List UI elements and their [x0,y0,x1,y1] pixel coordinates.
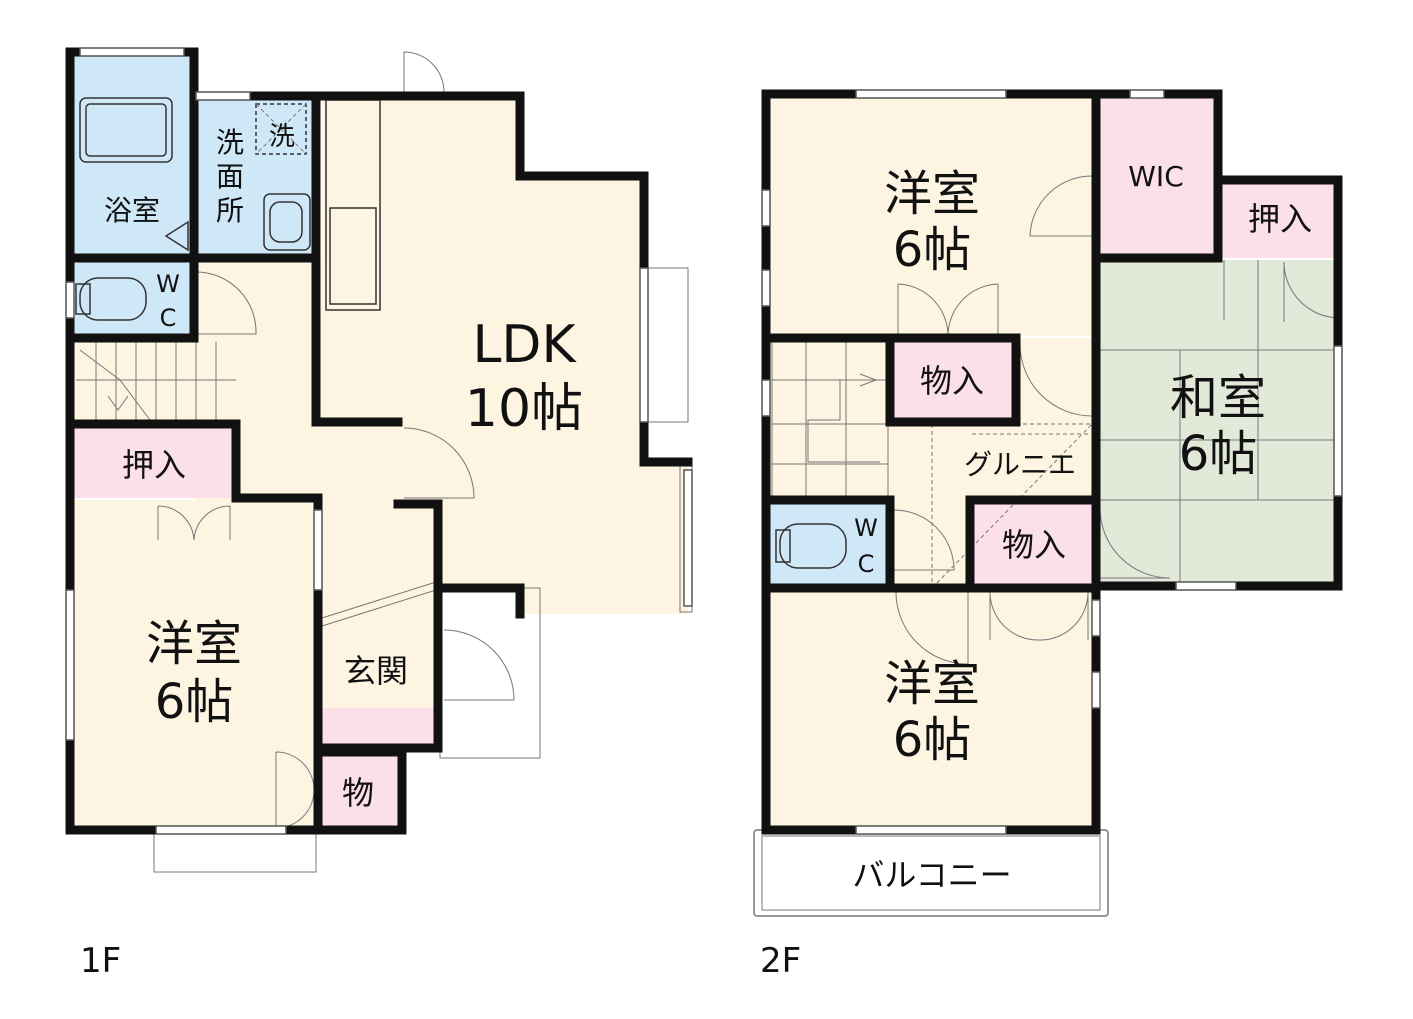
floor1-label: 1F [80,941,121,981]
grunie-label: グルニエ [964,448,1076,481]
storage1-label: 物 [342,774,374,812]
closet1-fill [74,428,234,498]
toilet1 [79,277,147,321]
entrance-step [322,708,436,744]
wc2-label-w: W [854,514,878,542]
windows-1f [65,47,693,835]
floor-2: 洋室 6帖 WIC 押入 和室 6帖 物入 グルニエ W C 物入 洋室 6帖 … [753,89,1343,981]
stairs-2f [771,341,1093,589]
doors-1f [157,51,515,829]
western1-size: 6帖 [155,674,234,730]
western2a-fill [768,96,1094,336]
floor-1: 浴室 洗 面 所 洗 W C LDK 10帖 押入 洋室 6帖 玄関 物 1F [65,47,693,981]
western1-name: 洋室 [146,616,242,672]
toilet2 [779,523,847,569]
wic-fill [1098,96,1218,256]
washroom-label-2: 面 [216,160,244,193]
closet2-fill [1222,182,1338,258]
western2b-size: 6帖 [893,712,972,768]
western1-fill [74,500,318,830]
storage2a-label: 物入 [920,362,984,400]
bathtub-inner [85,103,167,157]
tatami-lines [1100,260,1336,584]
bay1-outline [153,831,317,873]
balcony-label: バルコニー [852,856,1011,894]
walls-1f [65,47,693,835]
wc1-fill [74,262,194,336]
japanese-name: 和室 [1170,370,1266,426]
washbasin [263,193,311,251]
wc1-label-c: C [160,304,177,332]
wc1-label-w: W [156,270,180,298]
washroom-fill [198,96,316,258]
bath-fill [72,52,194,258]
japanese-size: 6帖 [1179,426,1258,482]
bay2-outline [647,267,689,423]
storage1-fill [318,752,400,828]
western2a-size: 6帖 [893,222,972,278]
storage2a-fill [890,340,1014,420]
storage2b-fill [972,504,1094,584]
windows-2f [761,89,1343,835]
bathtub [79,97,173,163]
wic-label: WIC [1128,160,1184,193]
closet1-label: 押入 [122,446,186,484]
stair1-fill [74,338,236,424]
washer-label: 洗 [269,122,295,152]
wc2-label-c: C [858,550,875,578]
japanese-fill [1098,260,1338,586]
ldk-size: 10帖 [465,379,583,439]
western2b-name: 洋室 [884,656,980,712]
washer-box [255,103,307,155]
bath-door-mark [164,220,189,252]
closet2-label: 押入 [1248,200,1312,238]
doors-2f [893,175,1339,665]
ldk-fill [322,96,688,614]
western2a-name: 洋室 [884,166,980,222]
washroom-label-1: 洗 [216,126,244,159]
western2b-fill [768,588,1094,828]
entrance-fill [322,598,436,708]
stairs-1f [76,342,236,421]
ldk-name: LDK [472,315,577,375]
storage2b-label: 物入 [1002,526,1066,564]
bath-label: 浴室 [104,194,160,227]
floor2-label: 2F [760,941,801,981]
entrance-label: 玄関 [344,652,408,690]
washroom-label-3: 所 [216,194,244,227]
